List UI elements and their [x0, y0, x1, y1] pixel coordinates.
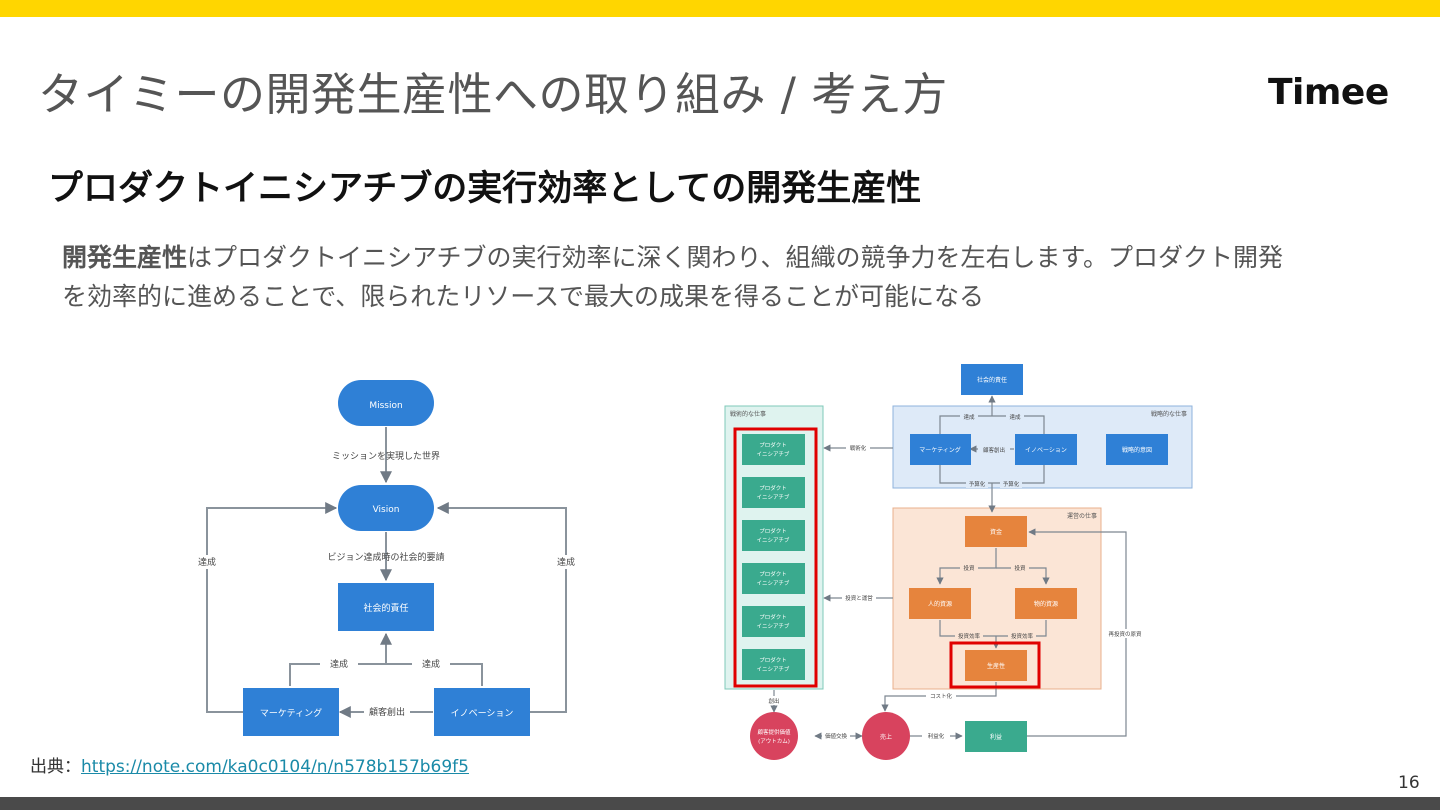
initiative-label-bottom: イニシアチブ — [757, 536, 790, 544]
timee-logo: Timee — [1268, 72, 1389, 113]
rd-innovation-node — [1015, 434, 1077, 465]
rd-creation-label: 創出 — [768, 697, 779, 705]
rd-profit-label: 利益 — [990, 733, 1002, 741]
customer-creation-label: 顧客創出 — [369, 706, 405, 718]
initiative-node — [742, 563, 805, 594]
rd-sales-label: 売上 — [880, 733, 892, 741]
initiative-label-bottom: イニシアチブ — [757, 450, 790, 458]
initiative-label-top: プロダクト — [759, 441, 787, 449]
social-responsibility-node — [338, 583, 434, 631]
achieve-label-left-inner: 達成 — [330, 658, 348, 670]
initiative-label-bottom: イニシアチブ — [757, 579, 790, 587]
initiative-label-top: プロダクト — [759, 570, 787, 578]
initiative-node — [742, 606, 805, 637]
initiative-label-bottom: イニシアチブ — [757, 622, 790, 630]
achieve-label-left-outer: 達成 — [198, 556, 216, 568]
initiative-node — [742, 649, 805, 680]
innovation-node — [434, 688, 530, 736]
productivity-highlight-box — [949, 641, 1041, 689]
mission-to-vision-label: ミッションを実現した世界 — [332, 450, 440, 462]
vision-label: Vision — [373, 505, 400, 515]
marketing-label: マーケティング — [260, 707, 322, 719]
rd-productivity-node — [965, 650, 1027, 681]
body-text: 開発生産性はプロダクトイニシアチブの実行効率に深く関わり、組織の競争力を左右しま… — [62, 238, 1302, 316]
rd-investment-efficiency-label-2: 投資効率 — [1011, 632, 1034, 640]
rd-costing-label: コスト化 — [930, 692, 953, 700]
achieve-label-right-inner: 達成 — [422, 658, 440, 670]
rd-productivity-label: 生産性 — [987, 662, 1005, 670]
initiative-label-top: プロダクト — [759, 527, 787, 535]
rd-budgeting-label-2: 予算化 — [1003, 480, 1020, 488]
rd-social-responsibility-label: 社会的責任 — [977, 376, 1007, 384]
source-label: 出典： — [30, 757, 81, 777]
initiative-label-bottom: イニシアチブ — [757, 665, 790, 673]
rd-customer-value-label-bottom: (アウトカム) — [758, 737, 790, 745]
rd-physical-resources-label: 物的資源 — [1034, 600, 1058, 608]
rd-marketing-label: マーケティング — [919, 446, 961, 454]
initiative-node — [742, 477, 805, 508]
mission-node — [338, 380, 434, 426]
strategic-work-label: 戦略的な仕事 — [1151, 410, 1187, 418]
vision-to-social-label: ビジョン達成時の社会的要請 — [327, 551, 444, 563]
rd-achieve-label-2: 達成 — [1009, 413, 1021, 421]
rd-achieve-label-1: 達成 — [963, 413, 975, 421]
rd-innovation-label: イノベーション — [1025, 447, 1067, 454]
rd-profit-node — [965, 721, 1027, 752]
initiative-node — [742, 434, 805, 465]
rd-customer-value-label-top: 顧客提供価値 — [757, 728, 791, 736]
tactical-work-label: 戦術的な仕事 — [730, 410, 766, 418]
top-accent-bar — [0, 0, 1440, 17]
rd-strategic-intent-label: 戦略的意図 — [1122, 446, 1152, 454]
bottom-bar — [0, 797, 1440, 810]
page-number: 16 — [1398, 773, 1420, 793]
rd-human-resources-label: 人的資源 — [928, 600, 952, 608]
rd-marketing-node — [910, 434, 971, 465]
slide-title: タイミーの開発生産性への取り組み / 考え方 — [38, 68, 948, 121]
rd-profitization-label: 利益化 — [928, 732, 945, 740]
rd-social-responsibility-node — [961, 364, 1023, 395]
rd-investment-label-2: 投資 — [1014, 564, 1026, 572]
source-link[interactable]: https://note.com/ka0c0104/n/n578b157b69f… — [81, 757, 469, 777]
innovation-label: イノベーション — [451, 709, 514, 719]
left-diagram — [206, 427, 567, 718]
rd-capital-label: 資金 — [990, 528, 1002, 536]
slide-subtitle: プロダクトイニシアチブの実行効率としての開発生産性 — [48, 169, 922, 209]
initiative-label-bottom: イニシアチブ — [757, 493, 790, 501]
marketing-node — [243, 688, 339, 736]
body-rest: はプロダクトイニシアチブの実行効率に深く関わり、組織の競争力を左右します。プロダ… — [62, 243, 1284, 311]
initiative-highlight-box — [733, 427, 818, 688]
rd-value-exchange-label: 価値交換 — [825, 732, 848, 740]
body-bold-term: 開発生産性 — [62, 243, 188, 272]
rd-invest-operate-label: 投資と運営 — [845, 594, 873, 602]
rd-investment-efficiency-label-1: 投資効率 — [958, 632, 981, 640]
rd-physical-resources-node — [1015, 588, 1077, 619]
rd-human-resources-node — [909, 588, 971, 619]
rd-reinvest-source-label: 再投資の原資 — [1108, 630, 1142, 638]
initiative-node — [742, 520, 805, 551]
vision-node — [338, 485, 434, 531]
social-responsibility-label: 社会的責任 — [363, 602, 408, 614]
rd-sales-node — [862, 712, 910, 760]
achieve-label-right-outer: 達成 — [557, 556, 575, 568]
source-citation: 出典：https://note.com/ka0c0104/n/n578b157b… — [30, 752, 469, 777]
rd-customer-creation-label: 顧客創出 — [983, 446, 1005, 454]
rd-tactization-label: 戦術化 — [850, 444, 867, 452]
initiative-label-top: プロダクト — [759, 484, 787, 492]
initiative-list: プロダクト イニシアチブ プロダクト イニシアチブ プロダクト イニシアチブ プ… — [742, 434, 805, 680]
rd-capital-node — [965, 516, 1027, 547]
operational-work-label: 運営の仕事 — [1067, 512, 1097, 520]
mission-label: Mission — [369, 401, 402, 411]
initiative-label-top: プロダクト — [759, 656, 787, 664]
rd-investment-label-1: 投資 — [963, 564, 975, 572]
initiative-label-top: プロダクト — [759, 613, 787, 621]
rd-strategic-intent-node — [1106, 434, 1168, 465]
rd-budgeting-label-1: 予算化 — [969, 480, 986, 488]
rd-customer-value-node — [750, 712, 798, 760]
